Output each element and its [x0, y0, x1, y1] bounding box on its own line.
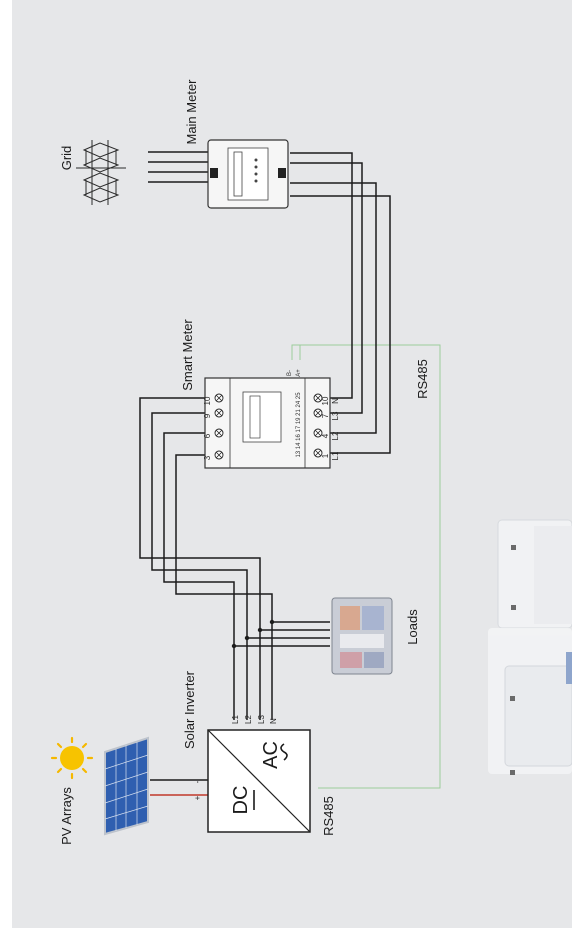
smart-meter-to-inverter-wires: [139, 397, 273, 720]
loads-device-icon: [331, 597, 393, 675]
inverter-terminal-n: N: [269, 718, 278, 724]
smart-meter-phase-label: N: [331, 398, 340, 404]
smart-meter-phase-label: L1: [331, 451, 340, 460]
inverter-ac-label: AC: [260, 741, 282, 769]
grid-to-main-meter-wires: [148, 151, 208, 183]
transmission-tower-icon: [76, 140, 126, 205]
solar-inverter-label: Solar Inverter: [182, 670, 197, 749]
smart-meter-bottom-number: 1: [321, 453, 330, 458]
rs485-top-label: RS485: [415, 359, 430, 399]
main-meter: [207, 139, 289, 209]
loads-label: Loads: [405, 609, 420, 645]
smart-meter-top-terminal: 6: [203, 433, 212, 438]
main-to-smart-meter-wires: [290, 152, 391, 454]
inverter-dc-label: DC: [230, 786, 252, 815]
pv-arrays-label: PV Arrays: [59, 787, 74, 845]
smart-meter-top-terminal: 9: [203, 413, 212, 418]
rs485-wire: [291, 344, 441, 789]
inverter-terminal-l2: L2: [244, 715, 253, 724]
smart-meter-label: Smart Meter: [180, 319, 195, 391]
solar-inverter: L1 L2 L3 N DC AC - +: [193, 715, 311, 833]
smart-meter-bottom-number: 7: [321, 413, 330, 418]
smart-meter-bottom-number: 10: [321, 396, 330, 405]
smart-meter-bottom-number: 4: [321, 433, 330, 438]
grid-label: Grid: [59, 146, 74, 171]
product-photo-small: [497, 519, 572, 629]
rs485-b-label: B-: [287, 370, 293, 376]
inverter-plus-label: +: [193, 795, 202, 800]
smart-meter-terminal-strip: 13 14 16 17 19 21 24 25: [296, 392, 302, 458]
smart-meter-top-terminal: 3: [203, 455, 212, 460]
main-meter-label: Main Meter: [184, 79, 199, 145]
rs485-a-label: A+: [296, 369, 302, 377]
load-tap-wires: [231, 619, 330, 649]
inverter-minus-label: -: [193, 780, 202, 783]
inverter-terminal-l3: L3: [257, 715, 266, 724]
smart-meter: 10 9 6 3 10 7 4 1 N L3 L2 L1 13 14 16 17…: [203, 369, 340, 469]
smart-meter-phase-label: L3: [331, 411, 340, 420]
product-photo-large: [488, 628, 572, 775]
sun-icon: [50, 736, 94, 780]
solar-panel-icon: [104, 736, 149, 836]
smart-meter-top-terminal: 10: [203, 396, 212, 405]
inverter-terminal-l1: L1: [231, 715, 240, 724]
smart-meter-phase-label: L2: [331, 431, 340, 440]
rs485-bottom-label: RS485: [321, 796, 336, 836]
